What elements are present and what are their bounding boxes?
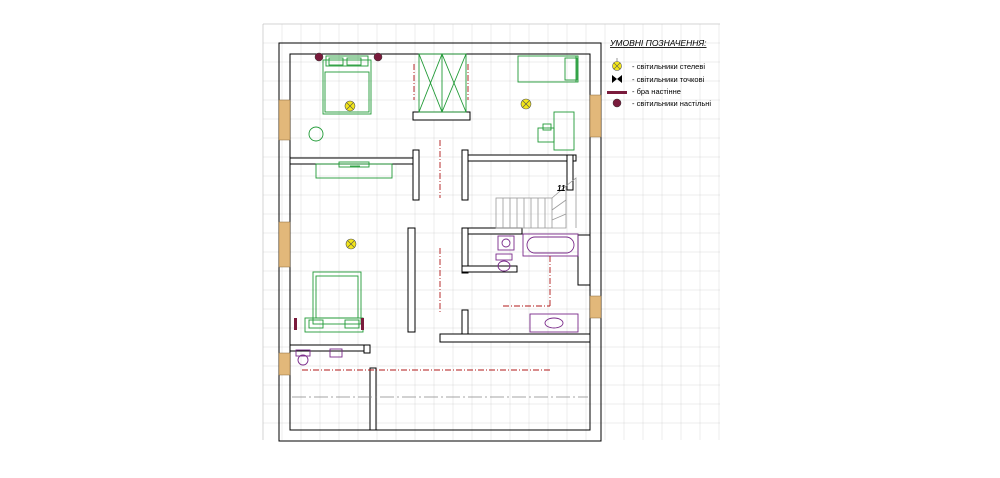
legend-title: УМОВНІ ПОЗНАЧЕННЯ:: [609, 38, 707, 48]
wall-sconce-icon: [361, 318, 364, 330]
wall-sconces: [294, 318, 364, 330]
lighting-lines: [302, 64, 551, 371]
interior-walls: [289, 111, 591, 431]
wardrobe: [418, 53, 467, 113]
spot-light-icon: [546, 303, 554, 309]
bedroom1-chair: [308, 126, 324, 142]
wall-sconce-icon: [607, 91, 627, 94]
spot-light-icon: [473, 367, 481, 373]
bedroom1-bed: [322, 55, 372, 115]
spot-light-icon: [410, 69, 418, 75]
spot-light-icon: [464, 69, 472, 75]
ceiling-light-icon: [520, 98, 532, 110]
legend-item: - світильники точкові: [612, 75, 705, 84]
drawing-frame: [262, 23, 720, 440]
window-right-upper: [589, 94, 602, 138]
table-lamps: [314, 52, 383, 62]
spot-light-icon: [298, 367, 306, 373]
spot-lights: [298, 69, 554, 373]
window-left-middle: [278, 221, 291, 268]
legend-item: - світильники настільні: [612, 98, 711, 108]
spot-light-icon: [436, 367, 444, 373]
spot-light-icon: [464, 93, 472, 99]
spot-light-icon: [501, 303, 509, 309]
window-left-lower: [278, 352, 291, 376]
wall-sconce-icon: [294, 318, 297, 330]
spot-light-icon: [410, 93, 418, 99]
spot-light-icon: [436, 140, 444, 146]
toilet-lower-left: [295, 348, 343, 366]
ceiling-light-icon: [344, 100, 356, 112]
ceiling-light-icon: [345, 238, 357, 250]
legend-label: - світильники стелеві: [632, 62, 705, 71]
window-right-lower: [589, 295, 602, 319]
spot-light-icon: [436, 307, 444, 313]
table-lamp-icon: [373, 52, 383, 62]
windows: [278, 94, 602, 376]
spot-light-icon: [545, 367, 553, 373]
legend-item: - бра настінне: [607, 87, 681, 96]
bedroom-right-bed: [517, 55, 579, 83]
bedroom1-desk: [315, 161, 393, 179]
spot-light-icon: [612, 75, 622, 83]
toilet: [495, 253, 513, 272]
table-lamp-icon: [314, 52, 324, 62]
washbasin-lower: [529, 313, 579, 333]
spot-light-icon: [352, 367, 360, 373]
bathroom-sink: [497, 235, 515, 251]
table-lamp-icon: [612, 98, 622, 108]
legend-label: - бра настінне: [632, 87, 681, 96]
spot-light-icon: [436, 249, 444, 255]
spot-light-icon: [401, 367, 409, 373]
legend: УМОВНІ ПОЗНАЧЕННЯ: - світильники стелеві…: [607, 38, 711, 108]
ceiling-light-icon: [612, 58, 622, 71]
bedroom3-bed: [304, 271, 364, 333]
legend-item: - світильники стелеві: [612, 58, 705, 71]
ceiling-lights: [344, 98, 532, 250]
stair-number: 11: [557, 184, 566, 193]
bathtub: [522, 233, 579, 257]
legend-label: - світильники настільні: [632, 99, 711, 108]
window-left-upper: [278, 99, 291, 141]
bedroom-right-desk: [537, 111, 575, 151]
staircase: [495, 177, 577, 229]
outer-walls: [278, 42, 602, 442]
spot-light-icon: [546, 255, 554, 261]
spot-light-icon: [509, 367, 517, 373]
spot-light-icon: [436, 193, 444, 199]
legend-label: - світильники точкові: [632, 75, 705, 84]
